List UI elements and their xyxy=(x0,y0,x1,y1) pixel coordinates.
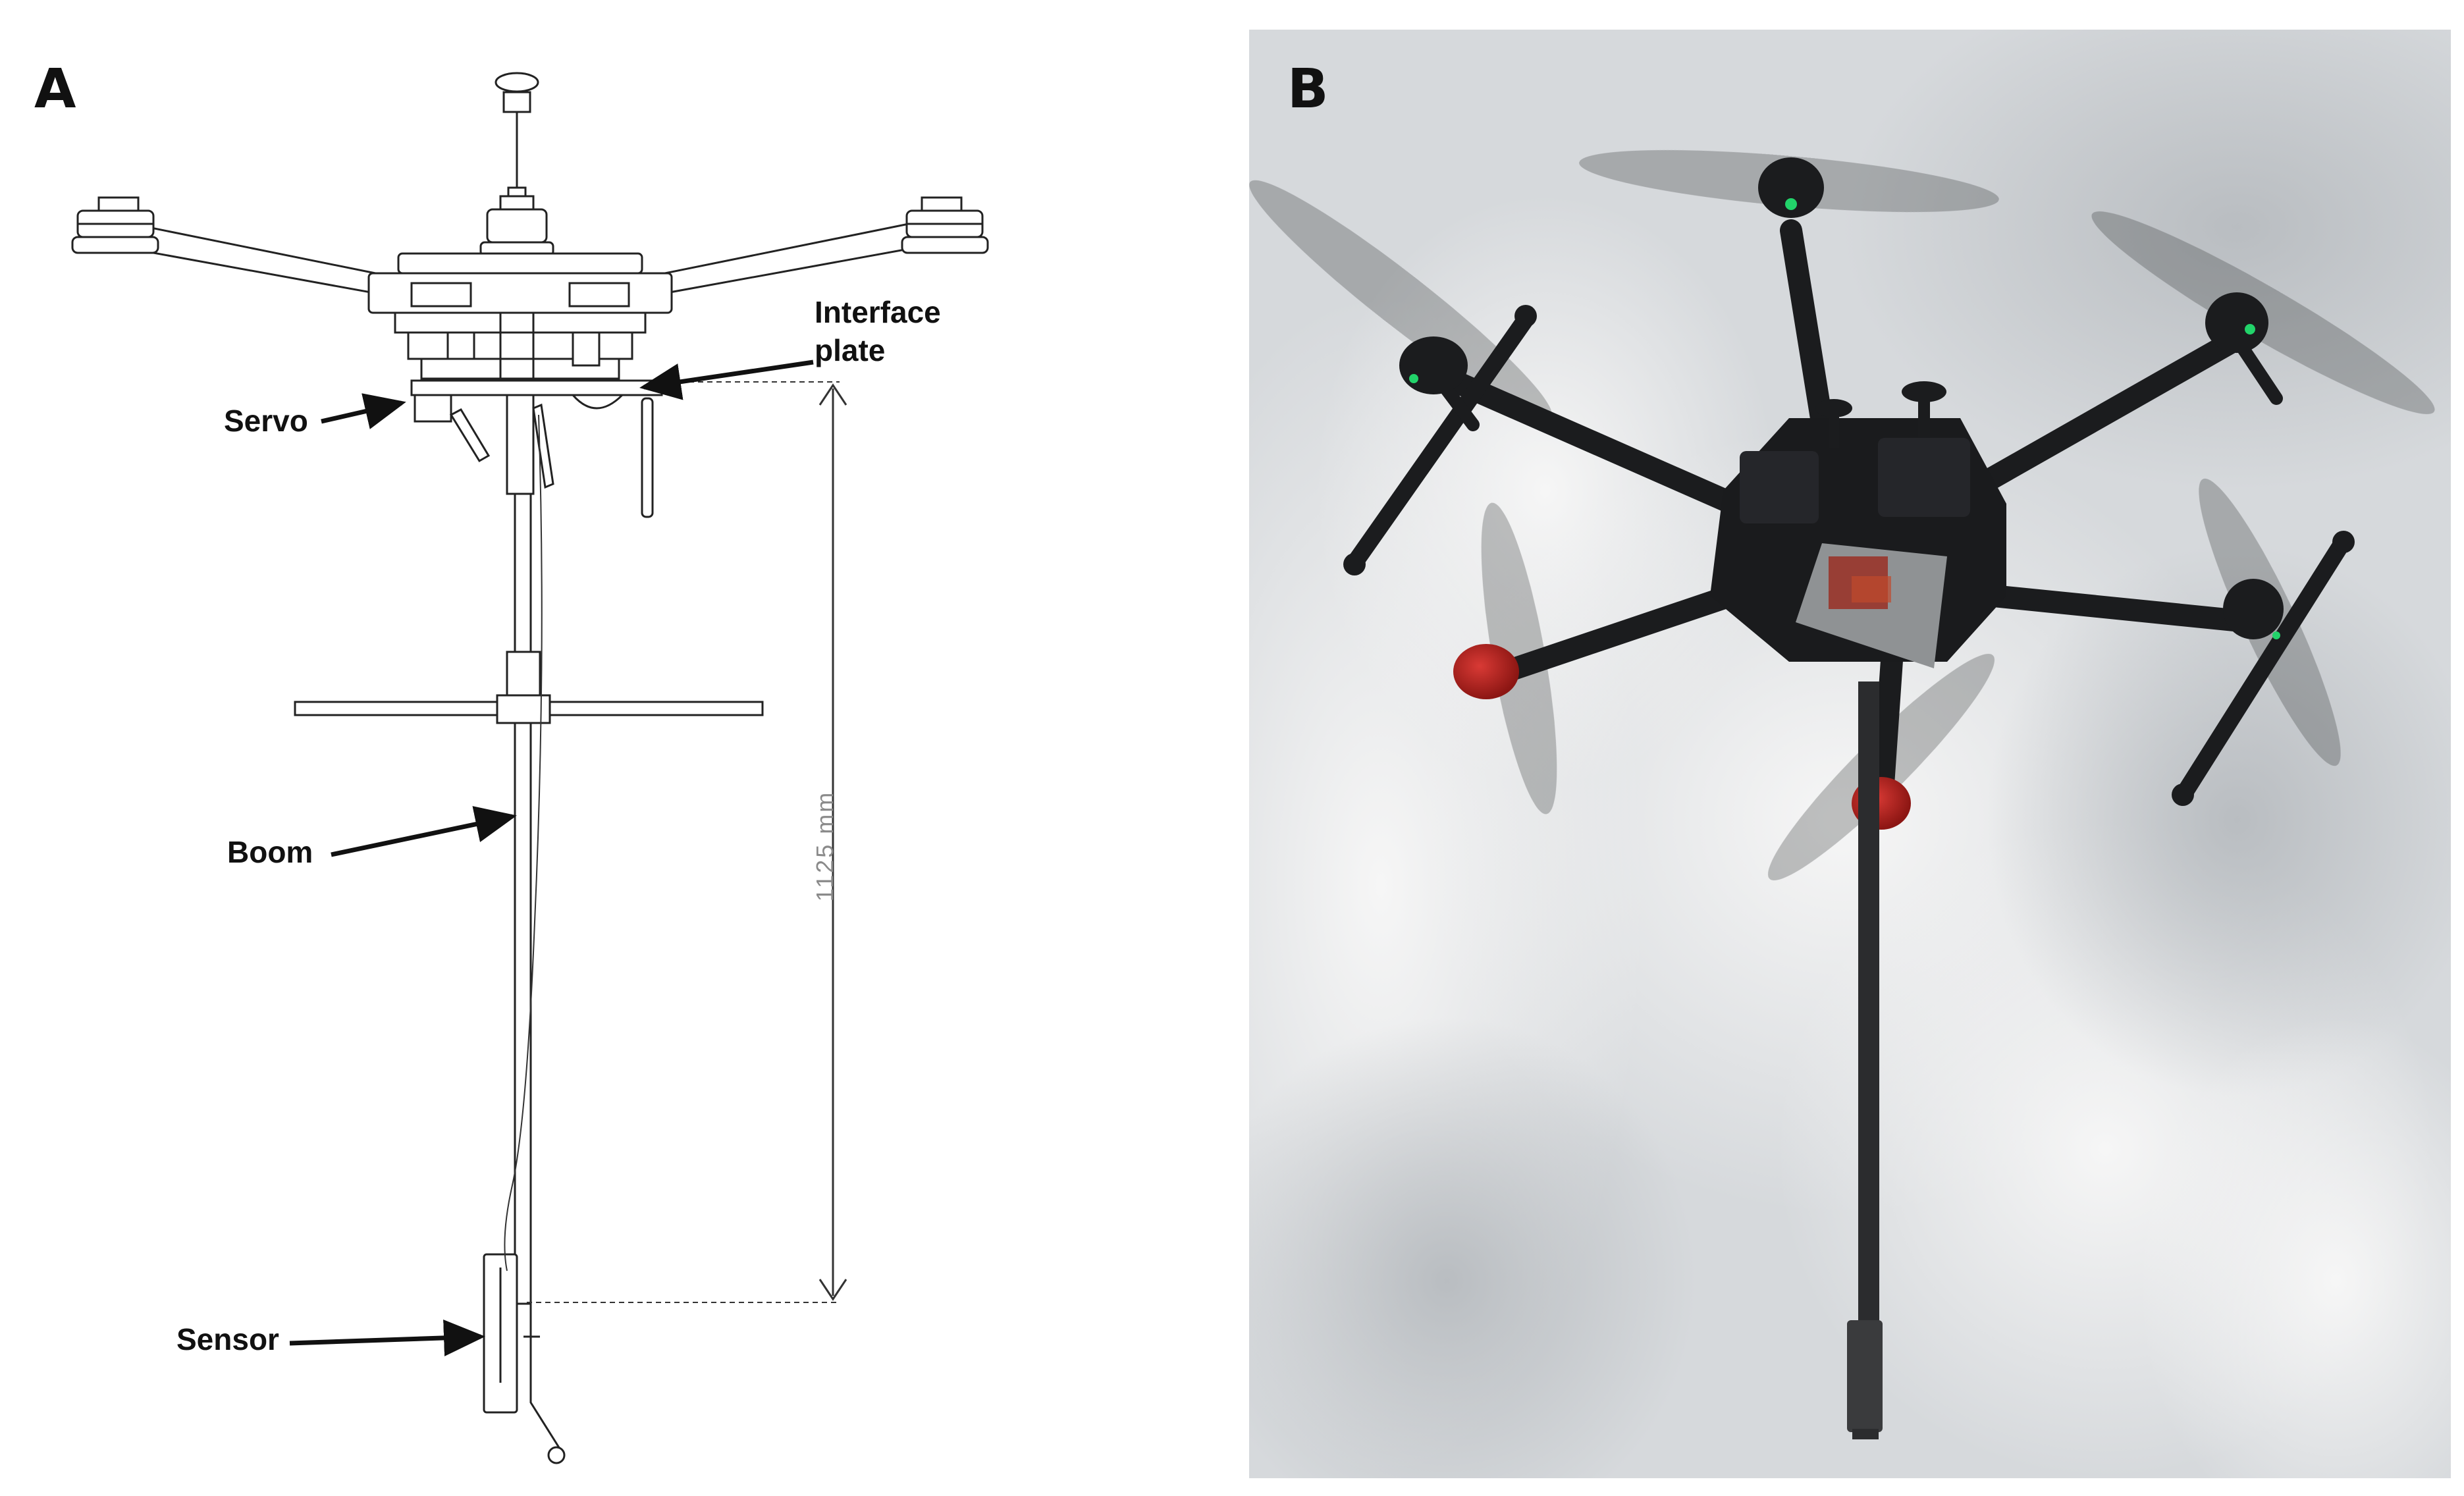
interface-plate-label-1: Interface xyxy=(815,295,941,329)
servo-drawing xyxy=(414,394,452,423)
sensor-photo xyxy=(1847,1320,1883,1432)
servo-arrow xyxy=(321,393,406,429)
left-motor-icon xyxy=(71,196,159,254)
sensor-label: Sensor xyxy=(176,1322,279,1356)
dimension-label: 1125 mm xyxy=(811,791,838,901)
sensor-arrow xyxy=(289,1319,485,1356)
gps-antenna-icon xyxy=(495,72,539,93)
motor-left-icon xyxy=(1399,336,1468,394)
motor-right-icon xyxy=(2205,292,2268,353)
servo-label: Servo xyxy=(224,404,308,438)
motor-right-lower-icon xyxy=(2223,579,2284,639)
boom-arrow xyxy=(331,806,517,857)
boom-label: Boom xyxy=(227,835,313,869)
dimension-1125 xyxy=(527,381,847,1303)
boom-drawing xyxy=(514,493,532,1305)
panel-b-photo xyxy=(1249,30,2451,1478)
interface-plate-arrow xyxy=(639,360,814,400)
panel-a-drawing: A xyxy=(34,58,989,1464)
center-motor-icon xyxy=(479,195,554,257)
drone-body xyxy=(367,252,673,380)
hexacopter-photo xyxy=(1249,30,2451,1478)
left-arm xyxy=(130,223,387,296)
right-motor-icon xyxy=(901,196,989,254)
boom-photo xyxy=(1858,681,1879,1347)
panel-b-letter: B xyxy=(1287,58,1329,120)
interface-plate-drawing xyxy=(410,379,663,396)
panel-a-letter: A xyxy=(34,58,76,120)
right-arm xyxy=(654,223,910,296)
interface-plate-label-2: plate xyxy=(815,333,885,367)
antenna-drawing xyxy=(641,397,654,518)
hexacopter-body xyxy=(1710,381,2006,668)
motors xyxy=(1399,157,2284,830)
drone-drawing: 1125 mm Servo Interface plate Boom Senso… xyxy=(71,72,989,1464)
motor-red-left-icon xyxy=(1453,644,1519,699)
motor-top-icon xyxy=(1758,157,1824,218)
